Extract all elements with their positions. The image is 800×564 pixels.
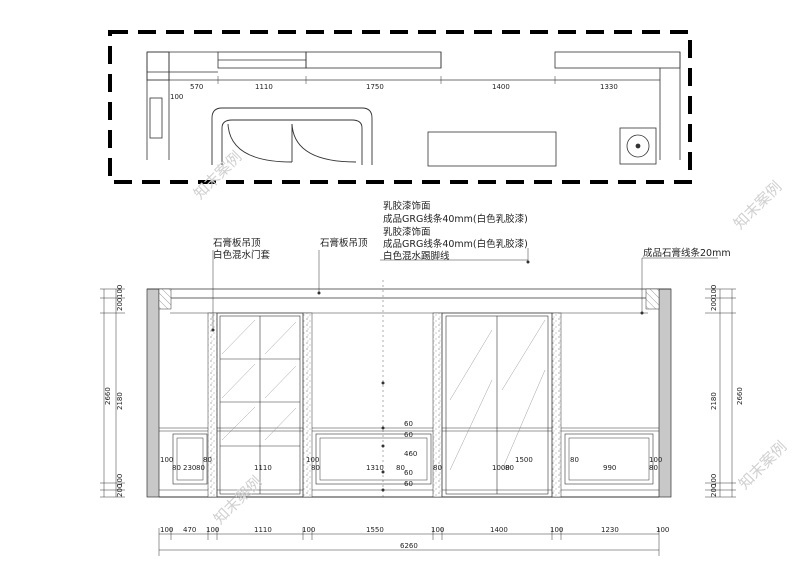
bottom-dim: 100 [302, 526, 315, 534]
vertical-dim: 2180 [116, 392, 124, 410]
left-glass-door [216, 312, 304, 498]
bottom-dim: 100 [656, 526, 669, 534]
panel-dim: 1000 [492, 464, 510, 472]
panel-dim: 80 [570, 456, 579, 464]
vertical-dim: 100 [116, 285, 124, 298]
panel-dim: 80 [396, 464, 405, 472]
panel-dim: 60 [404, 469, 413, 477]
total-width-dim: 6260 [400, 542, 418, 550]
vertical-dim: 100 [710, 285, 718, 298]
watermark: 知末案例 [735, 438, 790, 493]
plan-view: 570 1110 1750 1400 1330 100 [108, 30, 692, 184]
plan-dim: 1110 [255, 83, 273, 91]
panel-dim: 80 [311, 464, 320, 472]
panel-dim: 80 [433, 464, 442, 472]
bottom-dim: 470 [183, 526, 196, 534]
bottom-dim: 100 [550, 526, 563, 534]
vertical-dim: 100 [116, 474, 124, 487]
elevation-view: 石膏板吊顶 白色混水门套 石膏板吊顶 乳胶漆饰面 成品GRG线条40mm(白色乳… [100, 200, 744, 556]
panel-dim: 1110 [254, 464, 272, 472]
panel-dim: 1500 [515, 456, 533, 464]
panel-dim: 460 [404, 450, 417, 458]
right-glass-door [441, 312, 553, 498]
watermark: 知末案例 [190, 148, 245, 203]
vertical-dim: 2660 [736, 387, 744, 405]
vertical-dim: 2660 [104, 387, 112, 405]
vertical-dim: 100 [710, 474, 718, 487]
panel-dim: 60 [404, 480, 413, 488]
bottom-dim: 100 [206, 526, 219, 534]
annotation: 乳胶漆饰面 [383, 226, 431, 238]
annotation: 乳胶漆饰面 [383, 200, 431, 212]
bottom-dim: 1550 [366, 526, 384, 534]
door-jamb [207, 312, 218, 498]
left-wall [146, 288, 160, 498]
vertical-dim: 200 [116, 298, 124, 311]
plan-fixture [619, 127, 657, 165]
plan-dim: 570 [190, 83, 203, 91]
panel-dim: 1310 [366, 464, 384, 472]
plan-dim: 100 [170, 93, 183, 101]
bottom-dim: 1400 [490, 526, 508, 534]
vertical-dim: 200 [710, 484, 718, 497]
panel-dim: 230 [183, 464, 196, 472]
annotation: 石膏板吊顶 [320, 237, 368, 249]
vertical-dim: 200 [710, 298, 718, 311]
annotation: 白色混水踢脚线 [383, 250, 450, 262]
vertical-dim: 2180 [710, 392, 718, 410]
panel-dim: 80 [196, 464, 205, 472]
annotation: 石膏板吊顶 [213, 237, 261, 249]
panel-dim: 80 [649, 464, 658, 472]
right-wall [658, 288, 672, 498]
annotation: 成品石膏线条20mm [643, 247, 731, 259]
panel-dim: 100 [649, 456, 662, 464]
bottom-dim: 1110 [254, 526, 272, 534]
bottom-dim: 100 [160, 526, 173, 534]
watermark: 知末案例 [730, 178, 785, 233]
plan-dim: 1750 [366, 83, 384, 91]
panel-dim: 80 [505, 464, 514, 472]
panel-dim: 100 [306, 456, 319, 464]
vertical-dim: 200 [116, 484, 124, 497]
annotation: 成品GRG线条40mm(白色乳胶漆) [383, 213, 528, 225]
plan-dashed-border [108, 30, 692, 184]
sofa [211, 107, 373, 165]
panel-dim: 80 [172, 464, 181, 472]
tv-cabinet [427, 131, 557, 167]
panel-dim: 80 [203, 456, 212, 464]
plan-dim: 1330 [600, 83, 618, 91]
bottom-dim: 100 [431, 526, 444, 534]
door-jamb [551, 312, 562, 498]
panel-dim: 60 [404, 420, 413, 428]
watermark: 知末案例 [210, 473, 265, 528]
panel-dim: 100 [160, 456, 173, 464]
bottom-dim: 1230 [601, 526, 619, 534]
annotation: 成品GRG线条40mm(白色乳胶漆) [383, 238, 528, 250]
annotation: 白色混水门套 [213, 249, 271, 261]
panel-dim: 990 [603, 464, 616, 472]
panel-dim: 60 [404, 431, 413, 439]
plan-dim: 1400 [492, 83, 510, 91]
